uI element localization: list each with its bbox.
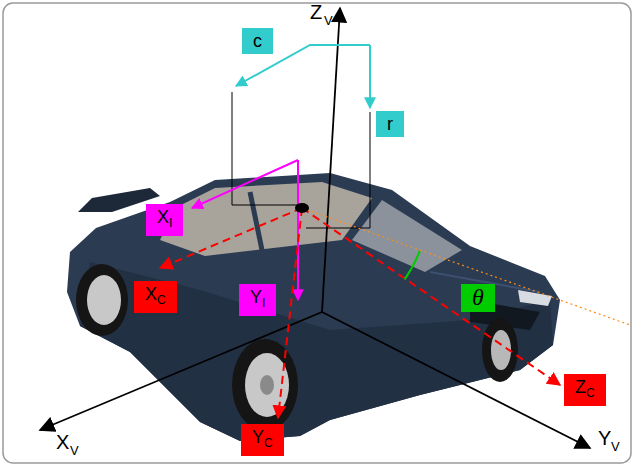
car-body (67, 173, 560, 441)
axis-letter: Y (252, 427, 264, 447)
axis-letter: Z (575, 377, 586, 397)
yc-axis (278, 208, 302, 418)
xv-axis (40, 312, 322, 430)
windshield (352, 200, 462, 272)
camera-center (295, 203, 309, 213)
zc-axis (302, 208, 560, 385)
axis-letter: c (253, 31, 262, 51)
axis-letter: r (387, 114, 393, 134)
image-plane-line (232, 92, 300, 205)
xi-axis (192, 160, 298, 208)
window-pillar (250, 192, 262, 250)
front-wheel (232, 339, 298, 431)
car-side-shade (80, 262, 553, 441)
axis-label-box: ZC (564, 374, 606, 406)
theta-arc (405, 251, 420, 279)
axis-subscript: V (70, 444, 79, 457)
rear-wheel (76, 264, 128, 336)
side-window (160, 182, 372, 256)
axis-subscript: V (324, 14, 333, 27)
axis-letter: X (157, 207, 169, 227)
axis-subscript: C (586, 386, 595, 400)
axis-label-box: r (376, 111, 404, 137)
axis-letter: X (56, 432, 69, 452)
frame (3, 3, 631, 463)
axis-letter: Z (310, 2, 322, 22)
image-plane-line (306, 112, 370, 228)
yv-axis (322, 312, 590, 448)
front-hub (260, 375, 274, 395)
front-rim (245, 353, 289, 417)
axis-letter: X (145, 284, 157, 304)
axis-label-box: YC (241, 424, 284, 456)
axis-subscript: C (264, 436, 273, 450)
axis-subscript: I (169, 216, 172, 230)
row-axis (369, 45, 371, 108)
rear-rim (87, 275, 121, 325)
axis-subscript: V (611, 440, 620, 453)
axis-label-box: XI (146, 204, 183, 236)
zv-axis (322, 8, 340, 312)
axis-letter: Y (598, 428, 611, 448)
axis-label-box: XC (134, 281, 177, 313)
headlight (518, 290, 552, 306)
axis-label-box: YI (239, 284, 276, 316)
axis-letter: θ (472, 284, 484, 310)
axis-subscript: I (262, 296, 265, 310)
yi-axis (297, 160, 299, 300)
axis-subscript: C (157, 293, 166, 307)
axis-letter: Y (250, 287, 262, 307)
axis-label-box: c (242, 28, 273, 54)
axis-label-box: θ (461, 284, 495, 312)
far-wheel (482, 318, 518, 382)
horizontal-reference (302, 208, 630, 325)
